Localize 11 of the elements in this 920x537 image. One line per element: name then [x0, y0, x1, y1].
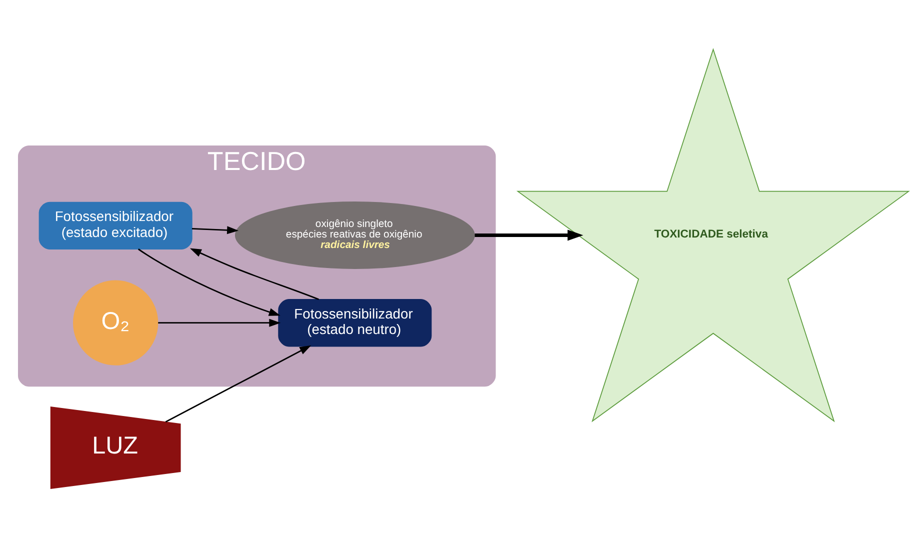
arrow [192, 226, 239, 234]
arrow [165, 344, 312, 422]
arrow [474, 229, 584, 240]
arrow [158, 318, 281, 326]
node-circle: O₂ [73, 280, 158, 365]
arrow [190, 248, 320, 300]
node-box: Fotossensibilizador (estado neutro) [278, 298, 432, 346]
node-box: Fotossensibilizador (estado excitado) [38, 201, 192, 250]
node-ellipse: oxigênio singleto espécies reativas de oxigênio radicais livres [234, 201, 475, 268]
node-box: LUZ [50, 406, 181, 489]
arrow [138, 248, 280, 316]
